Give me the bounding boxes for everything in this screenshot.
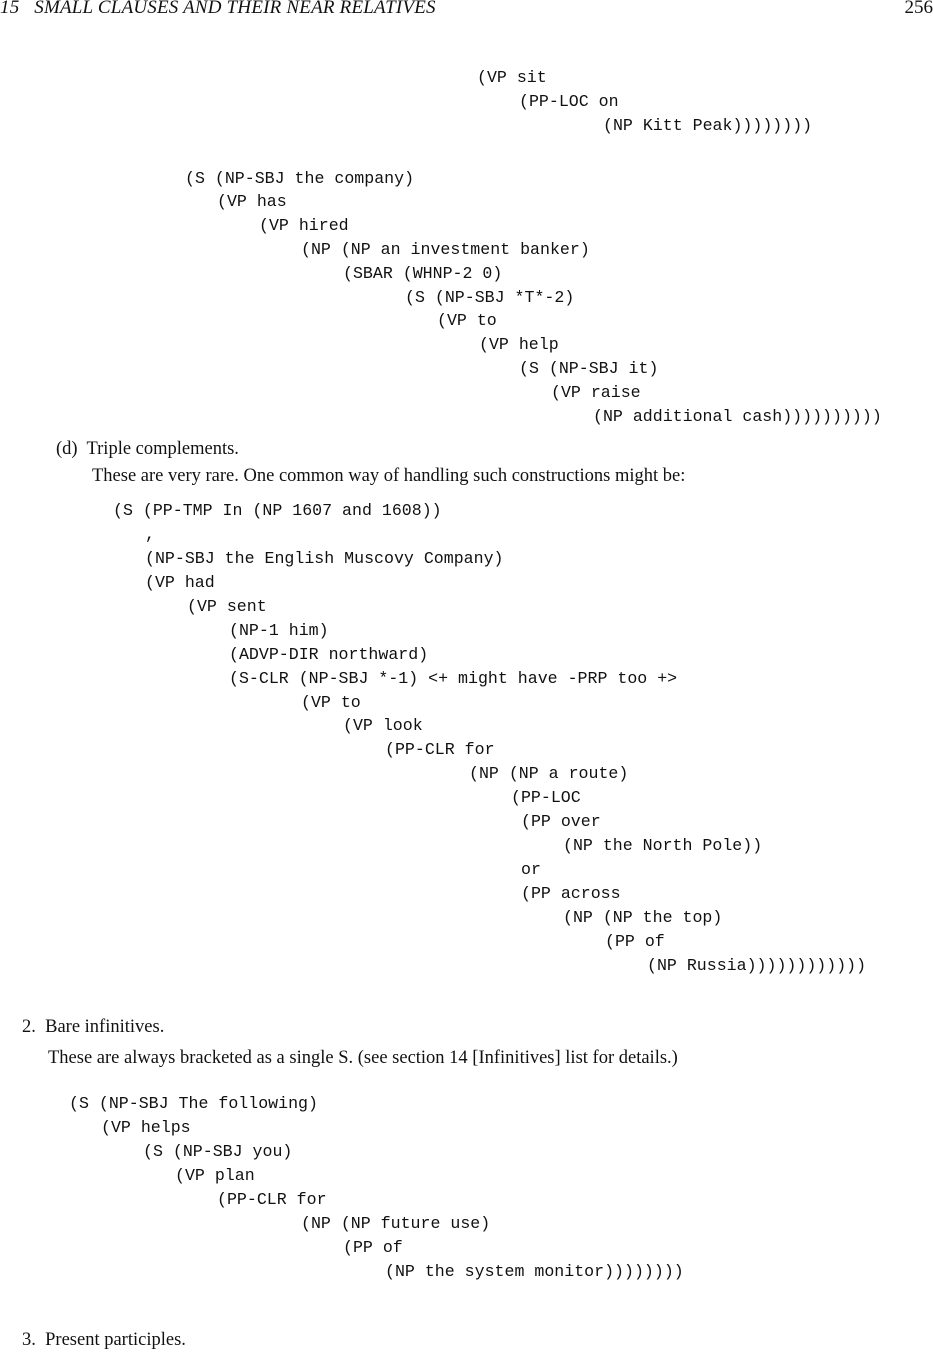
tree-line: (NP the North Pole)) [563,834,762,858]
tree-line: (VP hired [259,214,349,238]
tree-line: (VP plan [175,1164,255,1188]
tree-line: (NP (NP the top) [563,906,722,930]
tree-line: (NP (NP future use) [301,1212,490,1236]
tree-line: (VP help [479,333,559,357]
prose-line: (d) Triple complements. [56,437,239,461]
tree-line: (VP had [145,571,215,595]
prose-line: These are always bracketed as a single S… [48,1046,678,1070]
tree-line: (S (NP-SBJ The following) [69,1092,318,1116]
tree-line: (PP across [521,882,621,906]
tree-line: (ADVP-DIR northward) [229,643,428,667]
tree-line: (S (NP-SBJ it) [519,357,658,381]
tree-line: (S-CLR (NP-SBJ *-1) <+ might have -PRP t… [229,667,677,691]
tree-line: (NP additional cash)))))))))) [593,405,882,429]
tree-line: (NP Russia)))))))))))) [647,954,866,978]
tree-line: (S (NP-SBJ you) [143,1140,292,1164]
page-number: 256 [905,0,933,19]
tree-line: (VP raise [551,381,641,405]
running-header-title: 15 SMALL CLAUSES AND THEIR NEAR RELATIVE… [0,0,436,19]
tree-line: (PP of [343,1236,403,1260]
tree-line: (S (NP-SBJ *T*-2) [405,286,574,310]
tree-line: (VP to [437,309,497,333]
tree-line: (VP look [343,714,423,738]
tree-line: (PP-LOC [511,786,581,810]
prose-line: 3. Present participles. [22,1328,186,1352]
tree-line: (PP-CLR for [217,1188,327,1212]
tree-line: , [145,523,155,547]
tree-line: (S (PP-TMP In (NP 1607 and 1608)) [113,499,442,523]
tree-line: (VP has [217,190,287,214]
tree-line: (SBAR (WHNP-2 0) [343,262,502,286]
prose-line: 2. Bare infinitives. [22,1015,164,1039]
tree-line: (NP-1 him) [229,619,329,643]
tree-line: (VP helps [101,1116,191,1140]
prose-line: These are very rare. One common way of h… [92,464,685,488]
tree-line: (PP over [521,810,601,834]
tree-line: (VP sent [187,595,267,619]
tree-line: (S (NP-SBJ the company) [185,167,414,191]
tree-line: (NP-SBJ the English Muscovy Company) [145,547,503,571]
tree-line: (VP to [301,691,361,715]
tree-line: (PP-CLR for [385,738,495,762]
tree-line: (NP (NP an investment banker) [301,238,590,262]
tree-line: (NP Kitt Peak)))))))) [603,114,812,138]
tree-line: (VP sit [477,66,547,90]
tree-line: (PP of [605,930,665,954]
tree-line: (NP the system monitor)))))))) [385,1260,684,1284]
tree-line: or [521,858,541,882]
tree-line: (NP (NP a route) [469,762,628,786]
tree-line: (PP-LOC on [519,90,619,114]
